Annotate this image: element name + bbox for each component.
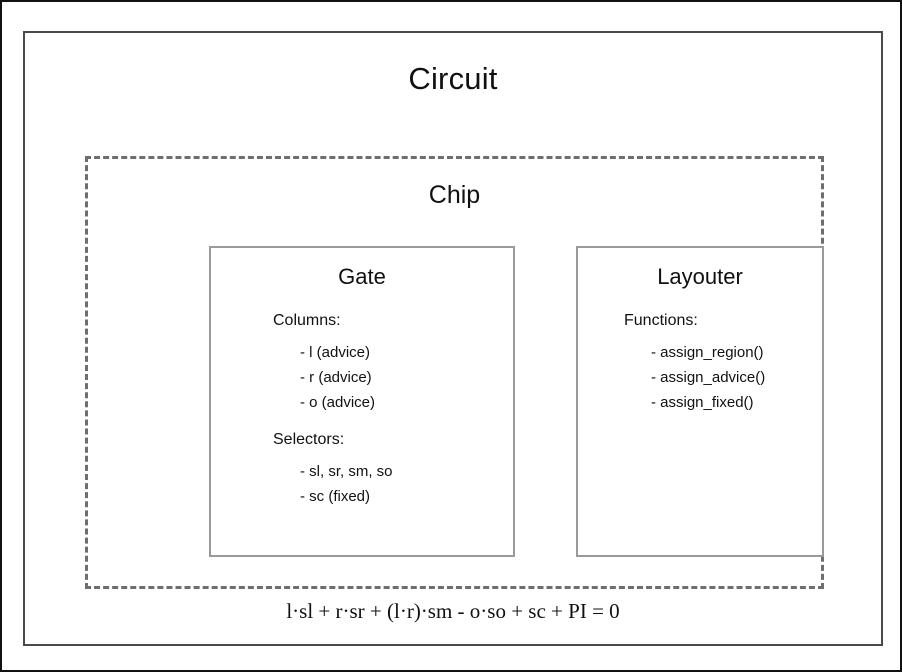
list-item: - sl, sr, sm, so (300, 463, 393, 480)
gate-columns-label: Columns: (273, 312, 341, 329)
list-item: - o (advice) (300, 394, 376, 411)
circuit-title: Circuit (408, 61, 498, 96)
layouter-functions-label: Functions: (624, 312, 698, 329)
module-layouter: Layouter Functions: - assign_region() - … (576, 246, 824, 557)
list-item: - assign_advice() (651, 369, 766, 386)
list-item: - l (advice) (300, 344, 371, 361)
chip-title: Chip (428, 181, 481, 209)
gate-columns-list: - l (advice) - r (advice) - o (advice) (273, 340, 513, 415)
gate-selectors-label: Selectors: (273, 431, 345, 448)
list-item: - r (advice) (300, 369, 372, 386)
module-gate-title: Gate (338, 264, 386, 289)
module-layouter-title: Layouter (657, 264, 743, 289)
list-item: - sc (fixed) (300, 488, 371, 505)
gate-columns-section: Columns: - l (advice) - r (advice) - o (… (211, 312, 513, 415)
circuit-container: Circuit Chip Gate Columns: - l (advice) … (23, 31, 883, 646)
list-item: - assign_region() (651, 344, 764, 361)
chip-container: Chip Gate Columns: - l (advice) - r (adv… (85, 156, 824, 589)
module-gate: Gate Columns: - l (advice) - r (advice) … (209, 246, 515, 557)
layouter-functions-section: Functions: - assign_region() - assign_ad… (578, 312, 822, 415)
constraint-formula: l·sl + r·sr + (l·r)·sm - o·so + sc + PI … (286, 599, 620, 623)
list-item: - assign_fixed() (651, 394, 754, 411)
gate-selectors-section: Selectors: - sl, sr, sm, so - sc (fixed) (211, 431, 513, 509)
gate-selectors-list: - sl, sr, sm, so - sc (fixed) (273, 459, 513, 509)
layouter-functions-list: - assign_region() - assign_advice() - as… (624, 340, 822, 415)
